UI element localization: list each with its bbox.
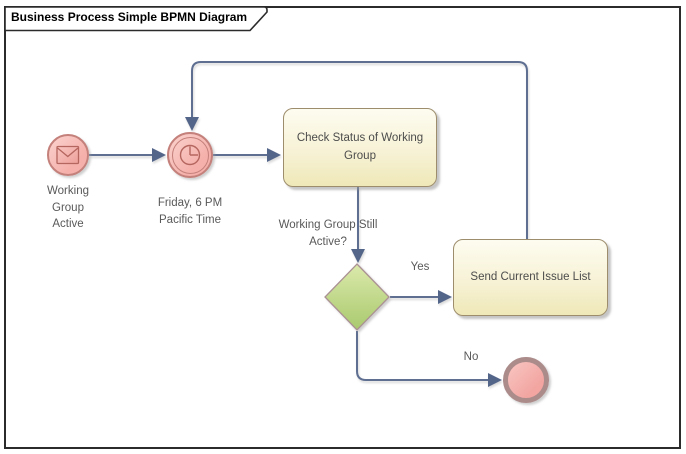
start-event[interactable] xyxy=(47,134,89,176)
title-tab-shape xyxy=(4,6,268,32)
clock-icon xyxy=(179,144,201,166)
task-check-status[interactable]: Check Status of Working Group xyxy=(283,108,437,187)
task-send-label: Send Current Issue List xyxy=(470,270,591,283)
task-check-label: Check Status of Working Group xyxy=(296,132,424,162)
gateway-still-active[interactable] xyxy=(322,262,392,332)
end-event[interactable] xyxy=(503,357,549,403)
gateway-label: Working Group Still Active? xyxy=(278,219,378,248)
diagram-title: Business Process Simple BPMN Diagram xyxy=(11,10,248,24)
envelope-icon xyxy=(56,145,80,165)
no-branch-label: No xyxy=(463,351,479,363)
diagram-title-tab: Business Process Simple BPMN Diagram xyxy=(4,6,272,32)
timer-event-label: Friday, 6 PM Pacific Time xyxy=(157,197,223,226)
task-send-issue-list[interactable]: Send Current Issue List xyxy=(453,239,608,316)
timer-event[interactable] xyxy=(167,132,213,178)
start-event-label: Working Group Active xyxy=(47,185,89,231)
yes-branch-label: Yes xyxy=(410,261,430,273)
timer-inner-ring xyxy=(171,136,209,174)
